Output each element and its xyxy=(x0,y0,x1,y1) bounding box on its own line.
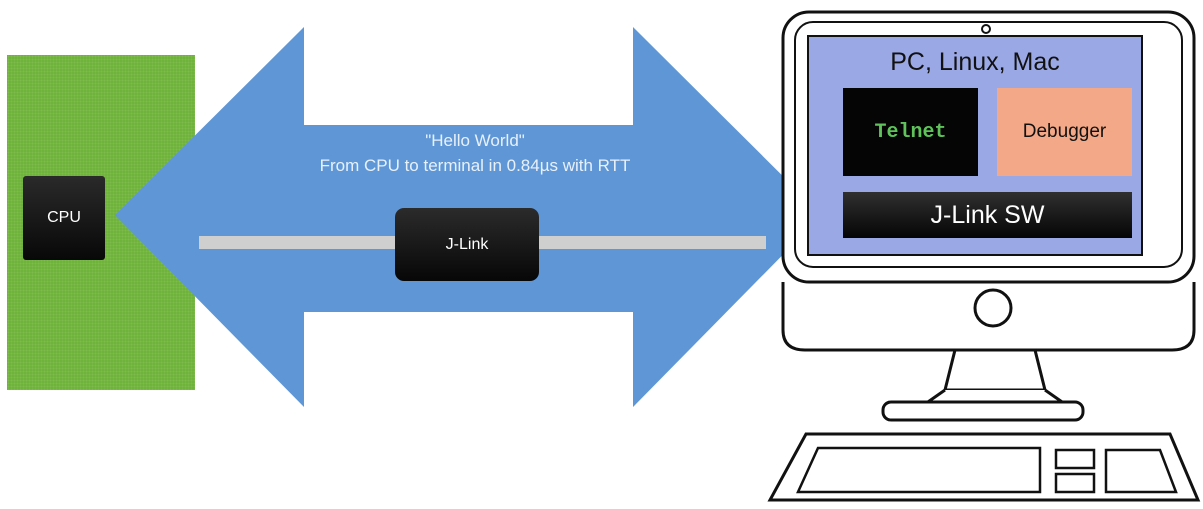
caption-line-1: "Hello World" xyxy=(425,131,525,150)
power-button-icon xyxy=(973,288,1013,328)
debugger-label: Debugger xyxy=(1022,121,1107,142)
telnet-box: Telnet xyxy=(843,88,978,176)
caption-line-2: From CPU to terminal in 0.84µs with RTT xyxy=(319,156,631,175)
screen-title: PC, Linux, Mac xyxy=(890,48,1060,76)
cpu-chip: CPU xyxy=(23,176,105,260)
telnet-label: Telnet xyxy=(874,120,947,144)
debugger-box: Debugger xyxy=(997,88,1132,176)
jlink-probe: J-Link xyxy=(395,208,539,281)
jlink-probe-label: J-Link xyxy=(445,235,489,253)
keyboard-icon xyxy=(767,432,1201,502)
jlink-sw-label: J-Link SW xyxy=(930,200,1045,229)
arrow-caption: "Hello World" From CPU to terminal in 0.… xyxy=(240,128,710,178)
cpu-label: CPU xyxy=(47,209,81,226)
jlink-sw-bar: J-Link SW xyxy=(843,192,1132,238)
